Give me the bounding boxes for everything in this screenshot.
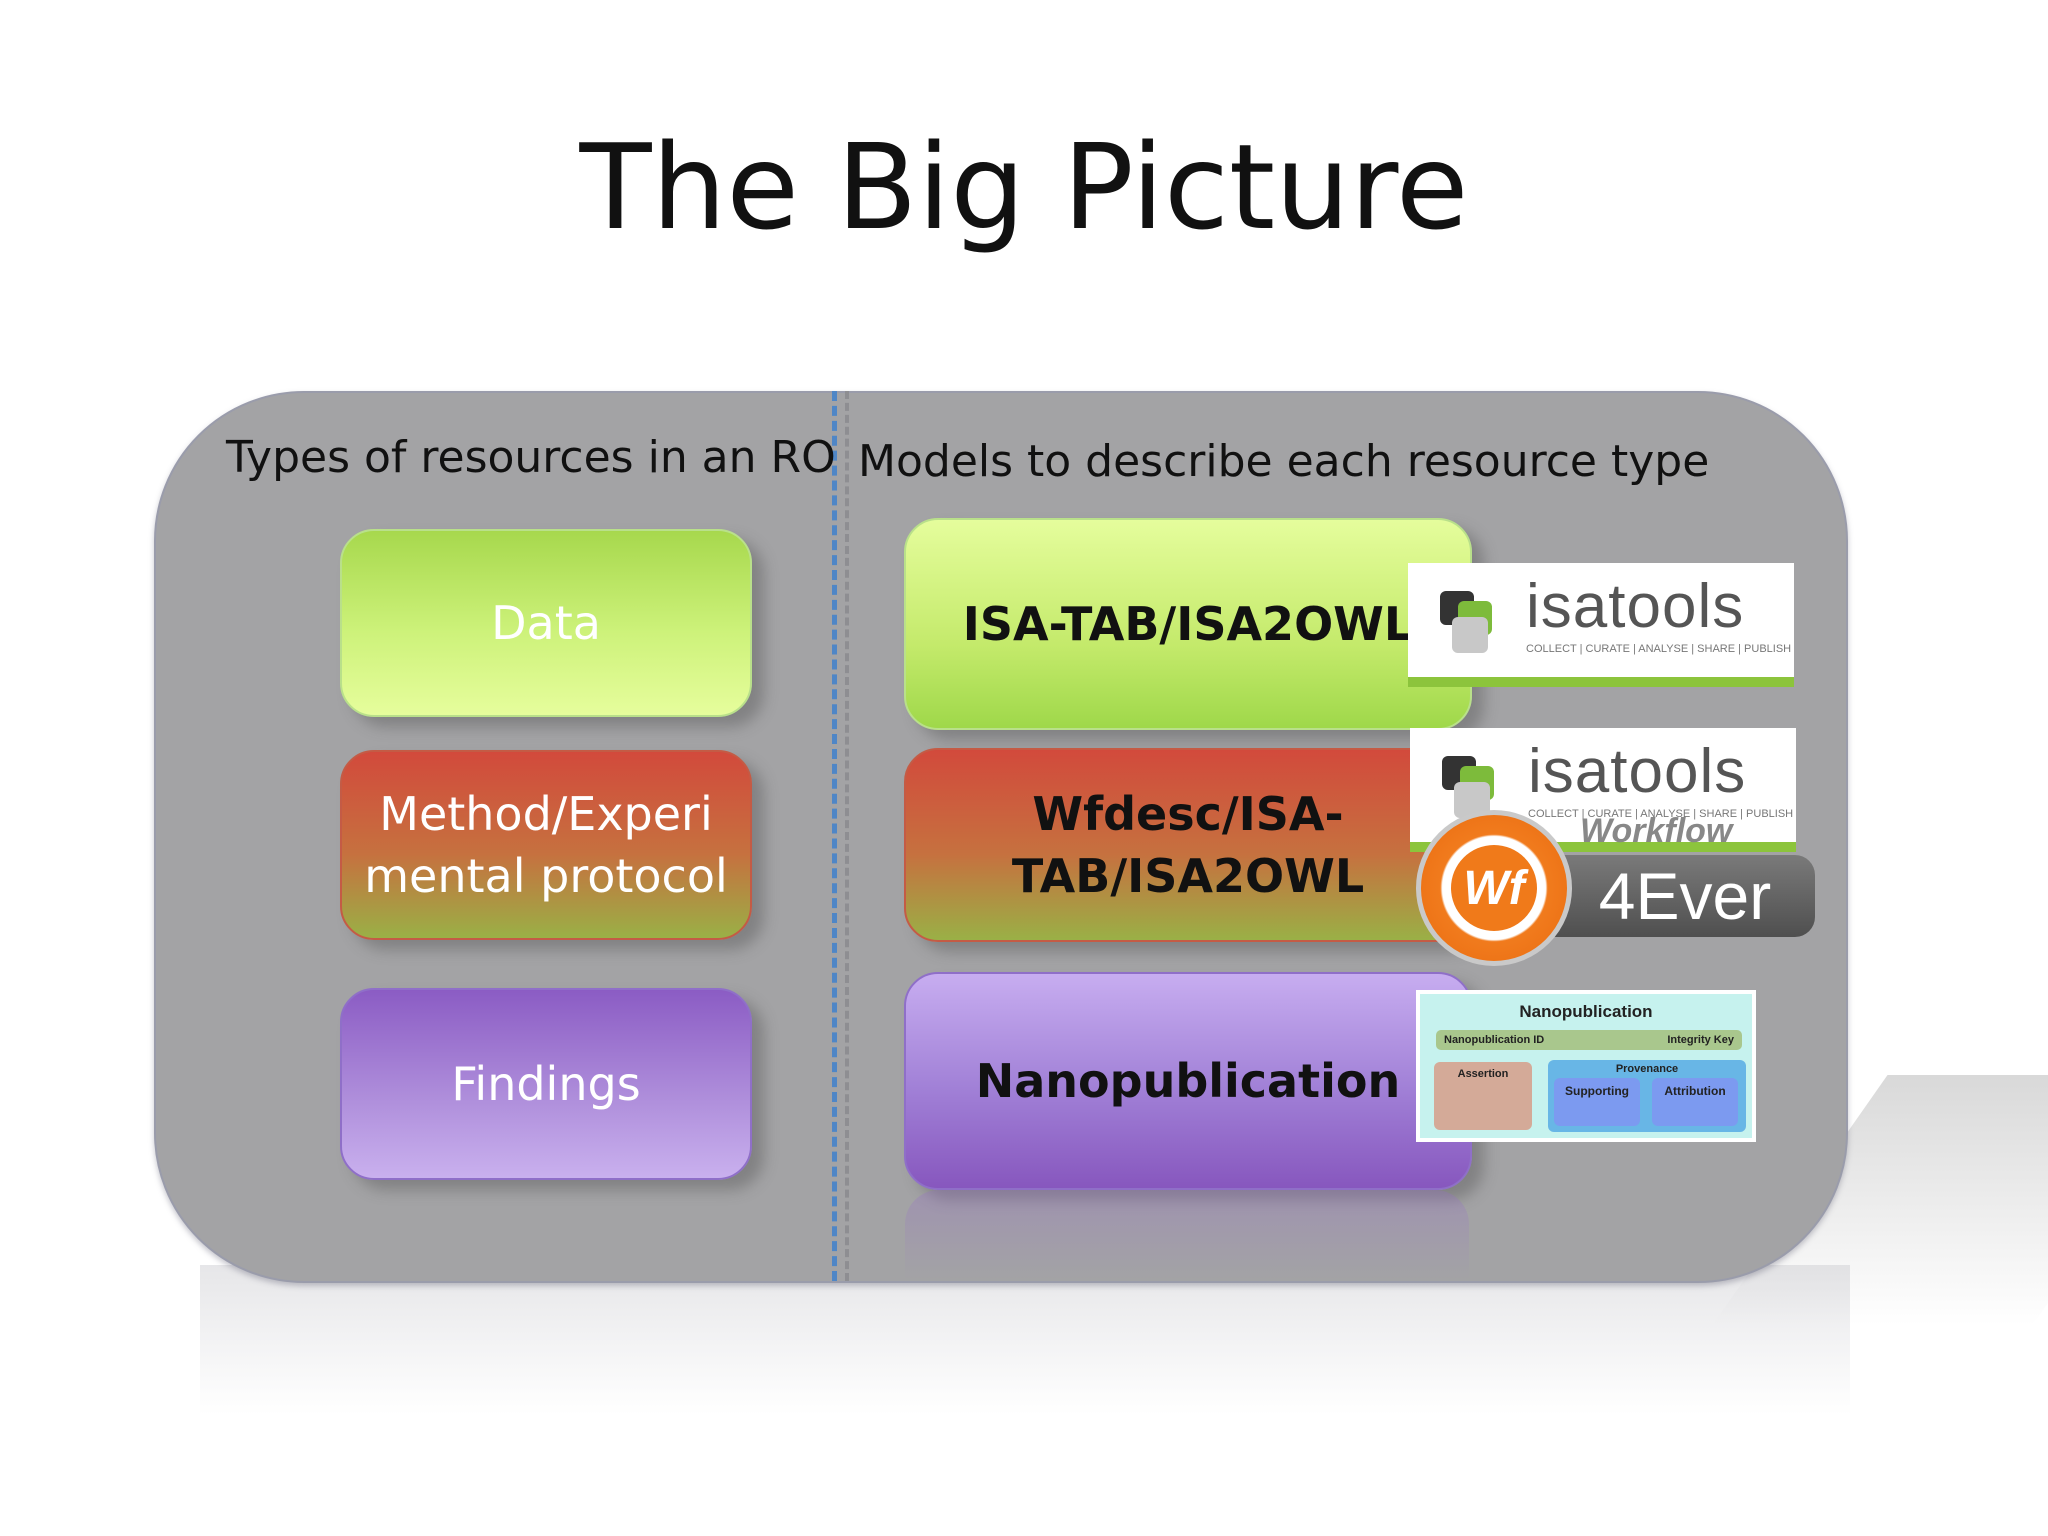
isatools-tagline: COLLECT | CURATE | ANALYSE | SHARE | PUB… (1526, 643, 1792, 655)
nanopub-id-label: Nanopublication ID (1444, 1034, 1545, 1046)
nanopub-assertion-label: Assertion (1457, 1068, 1509, 1080)
wf4ever-name: 4Ever (1598, 859, 1772, 933)
isatools-wordmark: isatools (1526, 572, 1745, 641)
isatools-tagline: COLLECT | CURATE | ANALYSE | SHARE | PUB… (1528, 808, 1794, 820)
isatools-wordmark: isatools (1528, 737, 1747, 806)
nanopub-supporting-box: Supporting (1554, 1078, 1640, 1126)
nanopublication-diagram: Nanopublication Nanopublication ID Integ… (1416, 990, 1756, 1142)
nanopub-provenance-box: Provenance Supporting Attribution (1548, 1060, 1746, 1132)
resource-label-line1: Method/Experi (379, 786, 713, 841)
wf4ever-mark: Wf (1451, 845, 1537, 931)
resource-box-findings: Findings (340, 988, 752, 1180)
nanopub-provenance-label: Provenance (1615, 1063, 1679, 1075)
model-label-line1: Wfdesc/ISA- (1032, 786, 1344, 841)
wf4ever-workflow-text: Workflow (1580, 812, 1733, 850)
resource-label-line1: Findings (451, 1056, 641, 1111)
slide-title: The Big Picture (579, 118, 1469, 256)
isatools-mark-icon (1440, 591, 1496, 655)
resource-label-line2: mental protocol (364, 849, 728, 903)
model-label-line2: TAB/ISA2OWL (1011, 849, 1365, 903)
left-heading: Types of resources in an RO (226, 432, 836, 483)
model-box-nanopublication: Nanopublication (904, 972, 1472, 1190)
nanopub-id-bar: Nanopublication ID Integrity Key (1436, 1030, 1742, 1050)
nanopublication-reflection (905, 1190, 1469, 1280)
model-label-line1: ISA-TAB/ISA2OWL (962, 596, 1414, 651)
model-box-wfdesc: Wfdesc/ISA- TAB/ISA2OWL (904, 748, 1472, 942)
panel-reflection (200, 1265, 1850, 1415)
right-heading: Models to describe each resource type (858, 436, 1710, 487)
model-label-line1: Nanopublication (975, 1053, 1401, 1108)
resource-box-data: Data (340, 529, 752, 717)
divider-shade (845, 391, 849, 1281)
column-divider (832, 391, 837, 1281)
model-box-isatab: ISA-TAB/ISA2OWL (904, 518, 1472, 730)
nanopub-assertion-box: Assertion (1434, 1062, 1532, 1130)
nanopub-integrity-label: Integrity Key (1667, 1034, 1734, 1046)
resource-box-method: Method/Experi mental protocol (340, 750, 752, 940)
nanopub-attribution-box: Attribution (1652, 1078, 1738, 1126)
nanopub-title: Nanopublication (1519, 1002, 1653, 1021)
wf4ever-circle-icon: Wf (1416, 810, 1572, 966)
isatools-logo-icon: isatools COLLECT | CURATE | ANALYSE | SH… (1408, 563, 1794, 687)
resource-label-line1: Data (491, 595, 601, 650)
